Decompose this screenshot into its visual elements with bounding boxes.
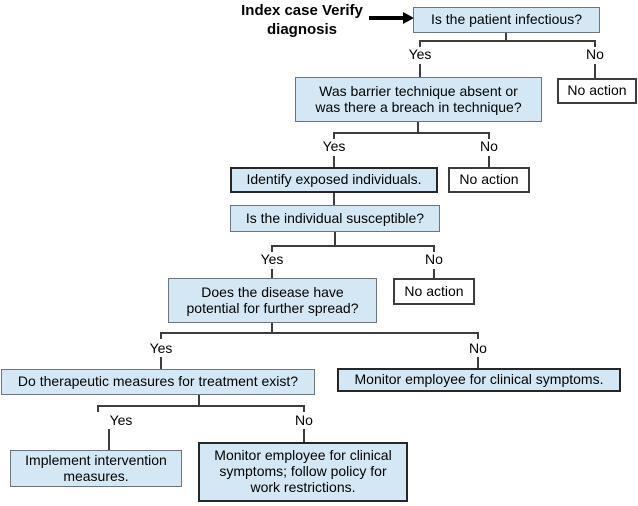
label-no-2: No xyxy=(480,138,498,154)
node-monitor-restrictions-line3: work restrictions. xyxy=(250,478,356,495)
node-no-action-2-text: No action xyxy=(459,171,519,188)
connector-yes3-drop xyxy=(271,269,273,278)
node-no-action-2: No action xyxy=(448,167,530,193)
node-q-therapeutic: Do therapeutic measures for treatment ex… xyxy=(1,369,315,395)
connector-identify-to-susceptible xyxy=(333,193,335,205)
node-implement-measures: Implement intervention measures. xyxy=(10,450,182,487)
connector-susceptible-crossbar xyxy=(271,245,435,247)
node-q-spread-line1: Does the disease have xyxy=(201,283,344,300)
node-implement-line2: measures. xyxy=(63,467,129,484)
node-q-barrier-line1: Was barrier technique absent or xyxy=(319,82,518,99)
node-q-infectious-text: Is the patient infectious? xyxy=(431,11,582,28)
connector-barrier-yes-tick xyxy=(333,132,335,139)
node-monitor-restrictions-line2: symptoms; follow policy for xyxy=(219,463,387,480)
connector-yes5-drop xyxy=(108,429,110,450)
node-identify-exposed: Identify exposed individuals. xyxy=(230,167,438,193)
connector-no2-drop xyxy=(488,156,490,167)
connector-spread-crossbar xyxy=(160,332,478,334)
connector-yes1-drop xyxy=(419,64,421,77)
connector-therapeutic-yes-tick xyxy=(97,405,99,412)
node-q-susceptible-text: Is the individual susceptible? xyxy=(245,209,425,226)
label-yes-3: Yes xyxy=(260,251,284,267)
index-case-line2: Verify diagnosis xyxy=(266,2,363,38)
connector-no5-drop xyxy=(303,429,305,442)
connector-no3-drop xyxy=(433,269,435,278)
node-no-action-3: No action xyxy=(393,278,475,305)
node-monitor-symptoms-text: Monitor employee for clinical symptoms. xyxy=(354,371,604,388)
connector-susceptible-yes-tick xyxy=(271,245,273,252)
node-monitor-symptoms: Monitor employee for clinical symptoms. xyxy=(337,368,621,392)
connector-infectious-stem xyxy=(505,33,507,40)
node-identify-exposed-text: Identify exposed individuals. xyxy=(246,171,422,188)
connector-no4-drop xyxy=(477,357,479,368)
node-q-therapeutic-text: Do therapeutic measures for treatment ex… xyxy=(17,373,299,390)
connector-yes2-drop xyxy=(333,156,335,167)
node-q-barrier: Was barrier technique absent or was ther… xyxy=(295,77,542,122)
connector-infectious-yes-tick xyxy=(419,40,421,47)
connector-barrier-crossbar xyxy=(333,132,490,134)
connector-therapeutic-stem xyxy=(198,395,200,405)
connector-infectious-no-tick xyxy=(594,40,596,47)
node-q-spread-line2: potential for further spread? xyxy=(186,299,359,316)
label-yes-2: Yes xyxy=(322,138,346,154)
connector-yes4-drop xyxy=(160,357,162,369)
connector-therapeutic-crossbar xyxy=(97,405,304,407)
node-q-spread: Does the disease have potential for furt… xyxy=(168,278,377,323)
connector-barrier-no-tick xyxy=(488,132,490,139)
connector-susceptible-no-tick xyxy=(433,245,435,252)
arrow-right-head-icon xyxy=(403,11,414,24)
node-q-susceptible: Is the individual susceptible? xyxy=(230,205,440,232)
node-no-action-1-text: No action xyxy=(567,82,627,99)
connector-therapeutic-no-tick xyxy=(303,405,305,412)
connector-spread-stem xyxy=(271,323,273,332)
connector-no1-drop xyxy=(594,64,596,78)
node-q-barrier-line2: was there a breach in technique? xyxy=(315,98,522,115)
index-case-line1: Index case xyxy=(241,2,318,19)
node-implement-line1: Implement intervention xyxy=(25,451,167,468)
node-monitor-restrictions-line1: Monitor employee for clinical xyxy=(214,447,392,464)
label-yes-4: Yes xyxy=(149,340,173,356)
node-monitor-restrictions: Monitor employee for clinical symptoms; … xyxy=(198,442,408,502)
connector-spread-no-tick xyxy=(477,332,479,339)
arrow-right-icon xyxy=(369,16,404,20)
connector-spread-yes-tick xyxy=(160,332,162,339)
label-no-3: No xyxy=(425,251,443,267)
label-yes-1: Yes xyxy=(408,46,432,62)
connector-infectious-crossbar xyxy=(419,40,596,42)
node-no-action-1: No action xyxy=(557,78,637,104)
connector-barrier-stem xyxy=(417,122,419,132)
label-no-1: No xyxy=(586,46,604,62)
node-q-infectious: Is the patient infectious? xyxy=(413,7,600,33)
label-yes-5: Yes xyxy=(109,412,133,428)
index-case-label: Index case Verify diagnosis xyxy=(237,2,367,40)
label-no-5: No xyxy=(295,412,313,428)
label-no-4: No xyxy=(469,340,487,356)
connector-susceptible-stem xyxy=(334,232,336,245)
node-no-action-3-text: No action xyxy=(404,282,464,299)
